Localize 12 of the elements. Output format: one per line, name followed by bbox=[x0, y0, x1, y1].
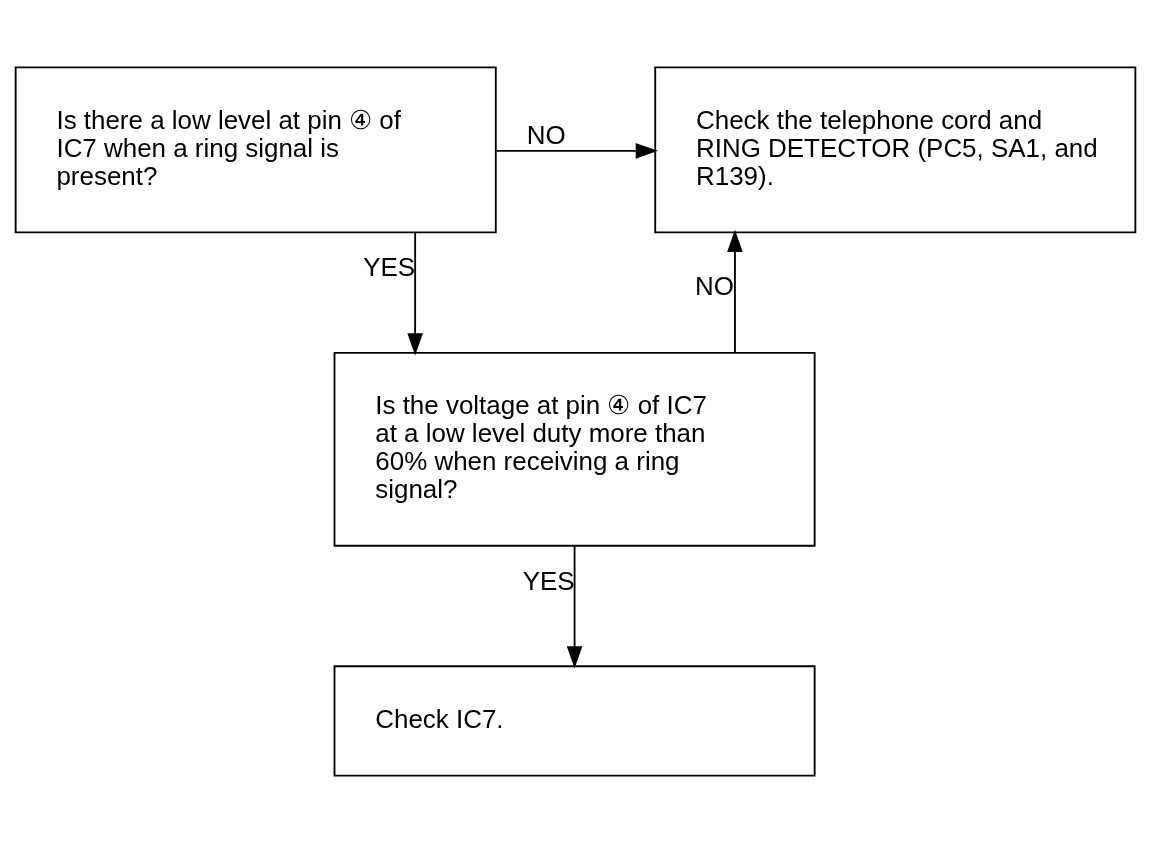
edge-label: NO bbox=[695, 271, 734, 300]
arrow bbox=[407, 231, 423, 355]
edge-label: NO bbox=[526, 120, 566, 149]
arrow bbox=[727, 229, 743, 353]
arrow bbox=[566, 544, 583, 669]
node-box: Check IC7. bbox=[333, 664, 816, 776]
edge-label: YES bbox=[363, 252, 416, 281]
node-box: Is the voltage at pin ④ of IC7 at a low level duty more than 60% when receiving a ring signal? bbox=[333, 351, 816, 547]
arrow bbox=[495, 142, 658, 159]
node-box: Check the telephone cord and RING DETECTOR (PC5, SA1, and R139). bbox=[654, 66, 1137, 233]
node-box: Is there a low level at pin ④ of IC7 when a ring signal is present? bbox=[14, 66, 497, 233]
edge-label: YES bbox=[522, 566, 575, 594]
